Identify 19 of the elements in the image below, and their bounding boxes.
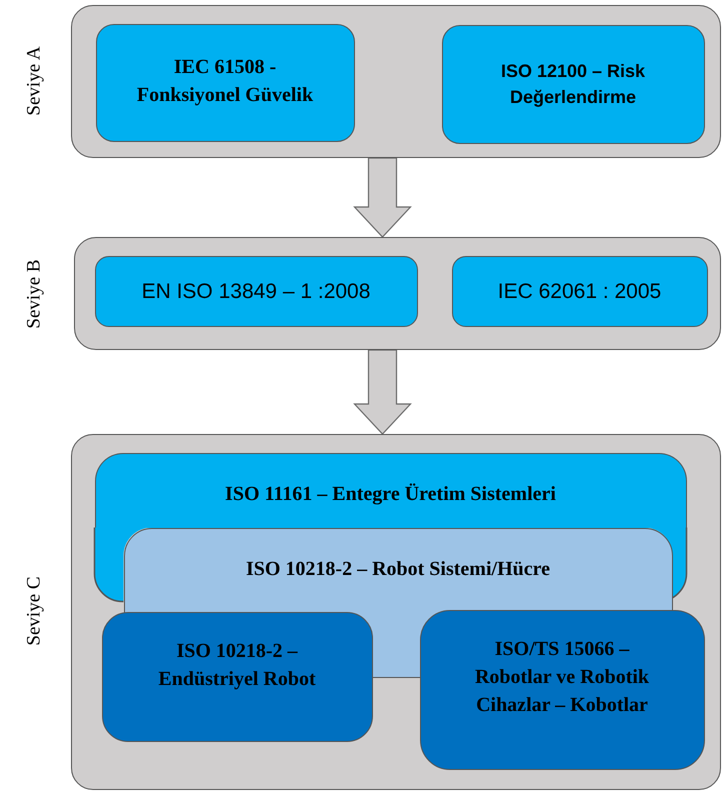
standard-box (420, 610, 704, 770)
standard-box (442, 24, 704, 144)
standard-label: ISO 11161 – Entegre Üretim Sistemleri (225, 482, 556, 506)
standard-label: ISO 10218-2 – Endüstriyel Robot (157, 638, 317, 692)
standard-label: ISO 12100 – Risk Değerlendirme (500, 60, 646, 109)
block-arrow (353, 157, 412, 238)
standard-label: ISO/TS 15066 – Robotlar ve Robotik Cihazlar – Kobotlar (474, 636, 650, 718)
standard-box (96, 24, 354, 142)
standard-label: ISO 10218-2 – Robot Sistemi/Hücre (246, 556, 550, 582)
block-arrow (353, 349, 412, 435)
level-label: Seviye C (23, 576, 46, 646)
standard-label: IEC 62061 : 2005 (498, 278, 662, 304)
level-label: Seviye B (23, 259, 46, 329)
standard-box (102, 612, 372, 742)
standard-label: IEC 61508 - Fonksiyonel Güvelik (136, 54, 314, 108)
standard-label: EN ISO 13849 – 1 :2008 (142, 278, 370, 304)
standard-box (94, 256, 418, 326)
standard-box (452, 256, 708, 326)
level-label: Seviye A (23, 46, 46, 116)
